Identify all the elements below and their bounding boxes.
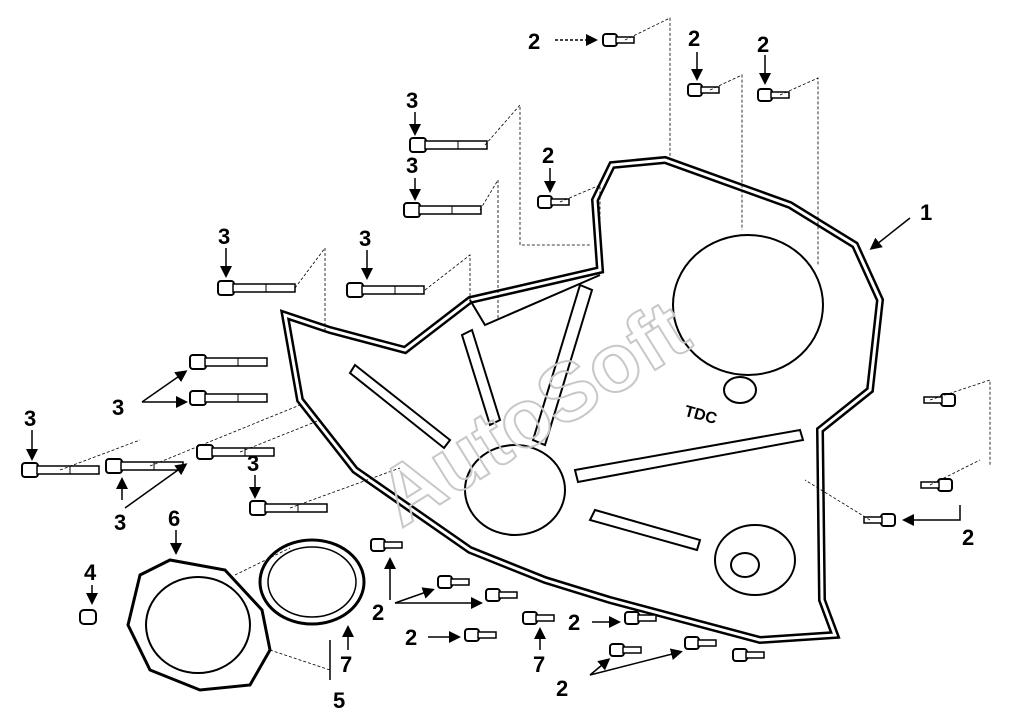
callout-2: 2 xyxy=(688,26,700,51)
callout-2: 2 xyxy=(568,610,580,635)
hex-nut xyxy=(79,609,97,625)
callout-2: 2 xyxy=(757,32,769,57)
callout-3: 3 xyxy=(247,451,259,476)
callout-3: 3 xyxy=(218,224,230,249)
watermark: AutoSoft xyxy=(362,282,706,545)
callout-7: 7 xyxy=(340,652,352,677)
leader-lines xyxy=(59,17,991,671)
callout-4: 4 xyxy=(84,560,97,585)
callout-2: 2 xyxy=(542,143,554,168)
watermark-text: AutoSoft xyxy=(363,283,705,544)
tdc-stamp: TDC xyxy=(683,403,720,428)
callout-3: 3 xyxy=(359,226,371,251)
callout-7: 7 xyxy=(533,652,545,677)
front-cover xyxy=(279,155,885,645)
callout-6: 6 xyxy=(168,506,180,531)
callout-3: 3 xyxy=(406,153,418,178)
seal-retainer xyxy=(126,558,272,692)
callout-labels: 2 2 2 2 3 3 3 3 3 3 3 3 1 2 4 6 5 7 7 2 … xyxy=(24,26,974,713)
callout-2: 2 xyxy=(556,676,568,701)
callout-3: 3 xyxy=(24,406,36,431)
callout-arrows xyxy=(26,34,961,680)
callout-2: 2 xyxy=(528,29,540,54)
callout-3: 3 xyxy=(114,510,126,535)
callout-3: 3 xyxy=(406,88,418,113)
callout-1: 1 xyxy=(920,200,932,225)
callout-2: 2 xyxy=(372,600,384,625)
tdc-label: TDC xyxy=(683,403,720,428)
callout-5: 5 xyxy=(333,688,345,713)
callout-3: 3 xyxy=(112,395,124,420)
gasket-ring xyxy=(258,538,366,626)
callout-2: 2 xyxy=(405,625,417,650)
callout-2: 2 xyxy=(962,525,974,550)
